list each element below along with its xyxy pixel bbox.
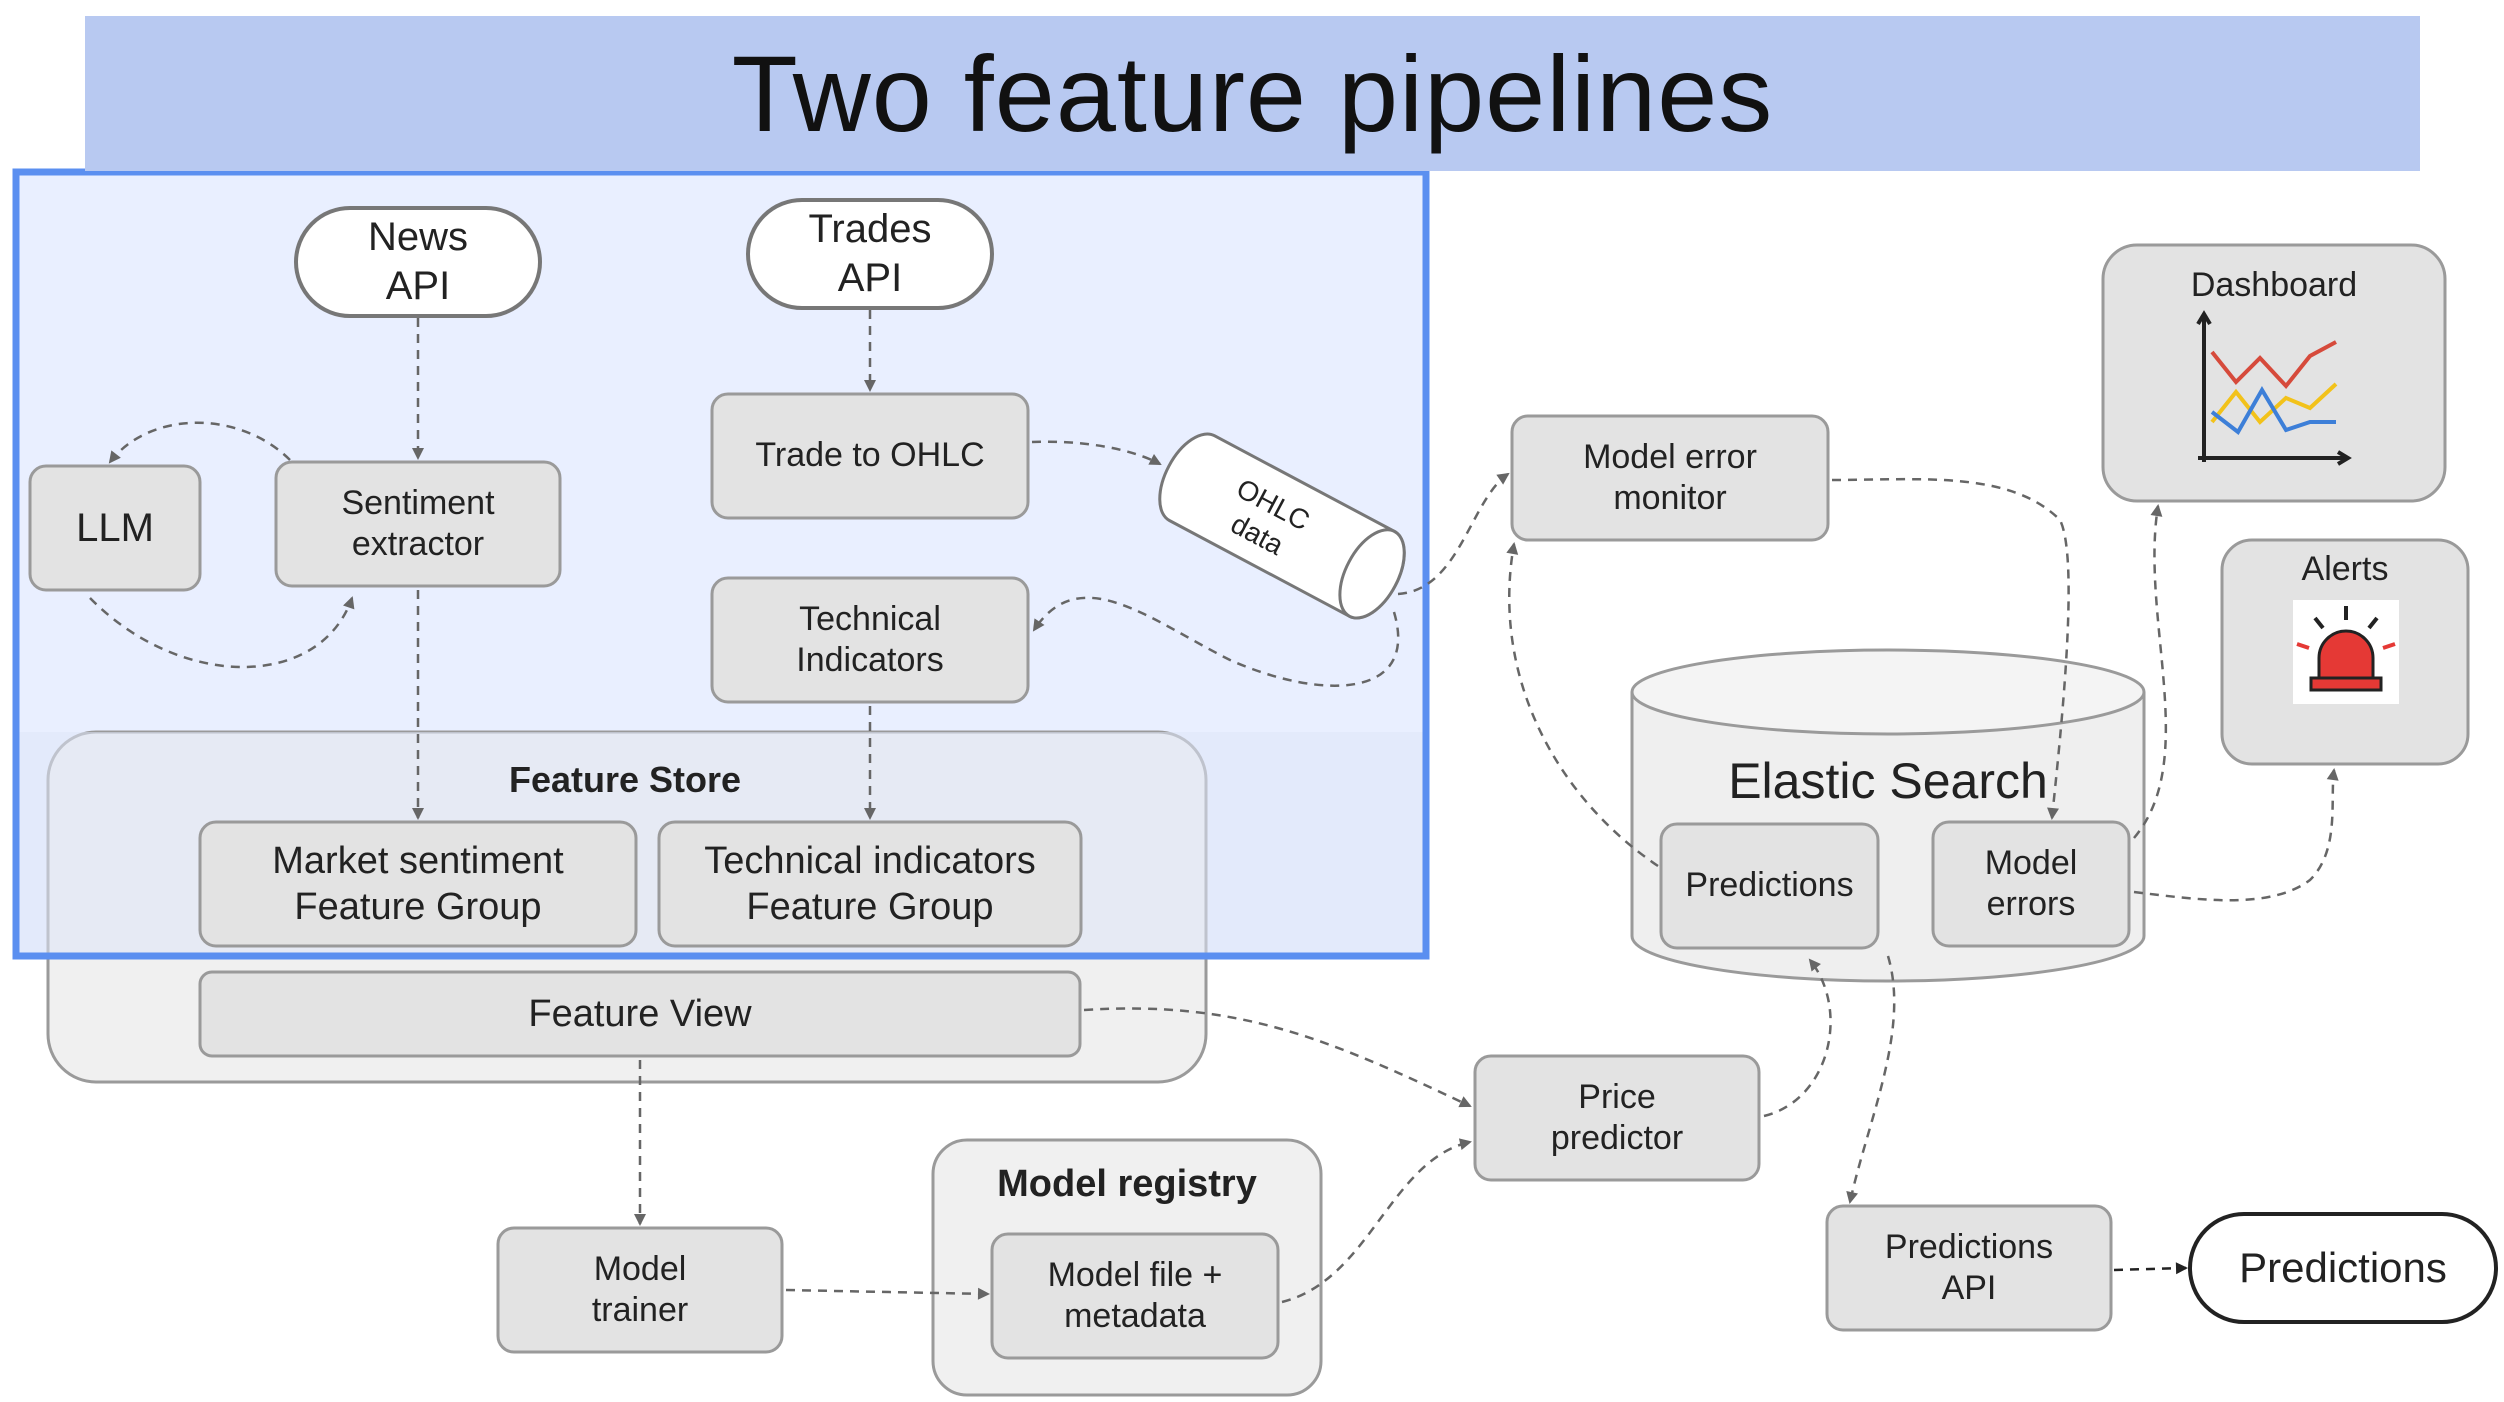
elastic-search-label: Elastic Search: [1728, 752, 2048, 809]
ohlc-data-cylinder: [1158, 432, 1406, 620]
alerts-label: Alerts: [2301, 550, 2389, 589]
llm-label: LLM: [76, 505, 154, 550]
edge-eserrors-to-dashboard: [2133, 504, 2168, 839]
predictions-output-pill: [2188, 1212, 2498, 1324]
news-api-pill: [294, 206, 542, 318]
sentiment-extractor-node-box: [274, 460, 562, 588]
edge-predapi-to-output: [2113, 1262, 2188, 1275]
edge-espred-to-monitor: [1506, 542, 1659, 868]
price-predictor-box: [1473, 1054, 1761, 1182]
market-sentiment-fg-label: Market sentiment Feature Group: [272, 839, 564, 928]
es-predictions-label: Predictions: [1685, 866, 1854, 905]
es-model-errors-label: Model errors: [1984, 843, 2078, 923]
edge-eserrors-to-alerts: [2133, 768, 2339, 902]
trades-api-label: Trades API: [808, 207, 932, 300]
edge-espred-to-predapi: [1846, 955, 1896, 1204]
technical-indicators-label: Technical Indicators: [796, 599, 944, 679]
model-error-monitor-label: Model error monitor: [1583, 437, 1757, 517]
line-chart-icon: [2196, 310, 2352, 466]
technical-indicators-fg-box: [657, 820, 1083, 948]
market-sentiment-fg-box: [198, 820, 638, 948]
es-predictions-box: [1659, 822, 1880, 950]
sentiment-extractor-label: Sentiment extractor: [341, 483, 495, 563]
edge-data-to-technical: [1032, 596, 1400, 687]
edge-monitor-to-eserrors: [1831, 477, 2070, 820]
page-title: Two feature pipelines: [731, 33, 1774, 154]
feature-store-label: Feature Store: [508, 759, 742, 801]
edge-modelfile-to-predictor: [1281, 1138, 1472, 1304]
es-model-errors-box: [1931, 820, 2131, 948]
feature-view-box: [198, 970, 1082, 1058]
model-file-box: [990, 1232, 1280, 1360]
edge-sentiment-to-llm: [108, 421, 291, 464]
technical-indicators-node-box: [710, 576, 1030, 704]
model-registry-label: Model registry: [997, 1162, 1257, 1205]
predictions-api-box: [1825, 1204, 2113, 1332]
edge-data-to-monitor: [1397, 472, 1510, 596]
edge-predictor-to-espred: [1763, 958, 1832, 1118]
feature-view-label: Feature View: [528, 992, 752, 1035]
trades-api-pill: [746, 198, 994, 310]
pipeline-highlight-border: [12, 168, 1430, 960]
predictions-api-label: Predictions API: [1884, 1227, 2054, 1307]
dashboard-label: Dashboard: [2190, 266, 2358, 305]
edge-llm-to-sentiment: [89, 596, 355, 669]
news-api-label: News API: [367, 215, 469, 308]
llm-node-box: [28, 464, 202, 592]
diagram-edges: [89, 310, 2339, 1304]
model-file-label: Model file + metadata: [1047, 1255, 1223, 1335]
model-trainer-box: [496, 1226, 784, 1354]
price-predictor-label: Price predictor: [1550, 1077, 1684, 1157]
edge-ohlc-to-data: [1031, 440, 1162, 466]
trade-to-ohlc-label: Trade to OHLC: [755, 436, 985, 475]
trade-to-ohlc-node-box: [710, 392, 1030, 520]
edge-featureview-to-predictor: [1083, 1007, 1472, 1108]
predictions-output-label: Predictions: [2239, 1244, 2447, 1292]
title-band: Two feature pipelines: [85, 16, 2420, 171]
model-error-monitor-box: [1510, 414, 1830, 542]
siren-icon: [2293, 600, 2399, 704]
model-trainer-label: Model trainer: [591, 1249, 689, 1329]
edge-trainer-to-modelfile: [785, 1287, 990, 1300]
technical-indicators-fg-label: Technical indicators Feature Group: [704, 839, 1036, 928]
